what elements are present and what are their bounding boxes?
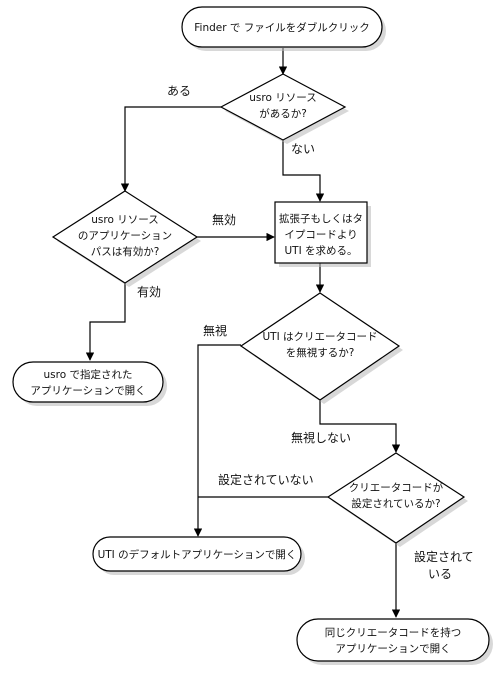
node-p-uti-line-0: 拡張子もしくはタ xyxy=(279,212,363,225)
edge-label-mushi: 無視 xyxy=(203,323,227,338)
node-q-creator: クリエータコードが 設定されているか? xyxy=(326,452,468,547)
edge-label-mukou: 無効 xyxy=(212,212,236,227)
node-q-ignore-line-1: を無視するか? xyxy=(286,346,355,359)
edges xyxy=(85,48,401,618)
node-end-usro-line-0: usro で指定された xyxy=(44,368,133,381)
node-end-creator: 同じクリエータコードを持つ アプリケーションで開く xyxy=(296,618,493,665)
node-end-usro: usro で指定された アプリケーションで開く xyxy=(12,361,167,406)
node-end-creator-line-1: アプリケーションで開く xyxy=(335,643,450,655)
node-q-usro-valid-line-0: usro リソース xyxy=(91,214,158,226)
edge-q-usro-nai xyxy=(282,140,325,202)
edge-q-usro-valid-yuukou xyxy=(85,283,126,361)
node-p-uti-line-1: イプコードより xyxy=(284,229,357,241)
node-start: Finder で ファイルをダブルクリック xyxy=(181,6,386,51)
edge-label-set-line-1: 設定されて xyxy=(414,549,474,564)
node-q-usro-valid-line-1: のアプリケーション xyxy=(78,230,172,242)
node-start-line-0: Finder で ファイルをダブルクリック xyxy=(194,21,369,34)
node-q-usro-line-1: があるか? xyxy=(259,107,307,120)
edge-label-not-set: 設定されていない xyxy=(218,472,314,487)
edge-label-nai: ない xyxy=(291,142,315,156)
node-q-creator-line-0: クリエータコードが xyxy=(349,481,444,494)
node-p-uti: 拡張子もしくはタ イプコードより UTI を求める。 xyxy=(274,201,371,267)
node-end-creator-line-0: 同じクリエータコードを持つ xyxy=(325,626,462,639)
node-q-usro-valid: usro リソース のアプリケーション パスは有効か? xyxy=(51,190,201,287)
node-q-usro: usro リソース があるか? xyxy=(219,73,349,144)
node-q-usro-line-0: usro リソース xyxy=(249,92,316,104)
edge-q-usro-aru xyxy=(120,106,221,192)
edge-labels: ある ない 無効 有効 無視 無視しない 設定されていない 設定されて いる xyxy=(137,84,474,581)
node-q-creator-line-1: 設定されているか? xyxy=(351,497,440,510)
edge-label-aru: ある xyxy=(167,84,191,98)
edge-q-ignore-mushishinai xyxy=(319,400,401,453)
edge-label-set-line-2: いる xyxy=(428,567,452,581)
node-end-default: UTI のデフォルトアプリケーションで開く xyxy=(92,536,305,575)
edge-label-mushishinai: 無視しない xyxy=(291,430,351,445)
edge-label-yuukou: 有効 xyxy=(137,284,161,299)
node-end-default-line-0: UTI のデフォルトアプリケーションで開く xyxy=(98,548,297,561)
node-p-uti-line-2: UTI を求める。 xyxy=(284,245,357,257)
node-q-ignore-line-0: UTI はクリエータコード xyxy=(262,331,377,343)
node-end-usro-line-1: アプリケーションで開く xyxy=(30,385,145,397)
node-q-ignore: UTI はクリエータコード を無視するか? xyxy=(239,292,403,404)
edge-q-ignore-mushi xyxy=(193,344,241,537)
node-q-usro-valid-line-2: パスは有効か? xyxy=(91,245,160,258)
